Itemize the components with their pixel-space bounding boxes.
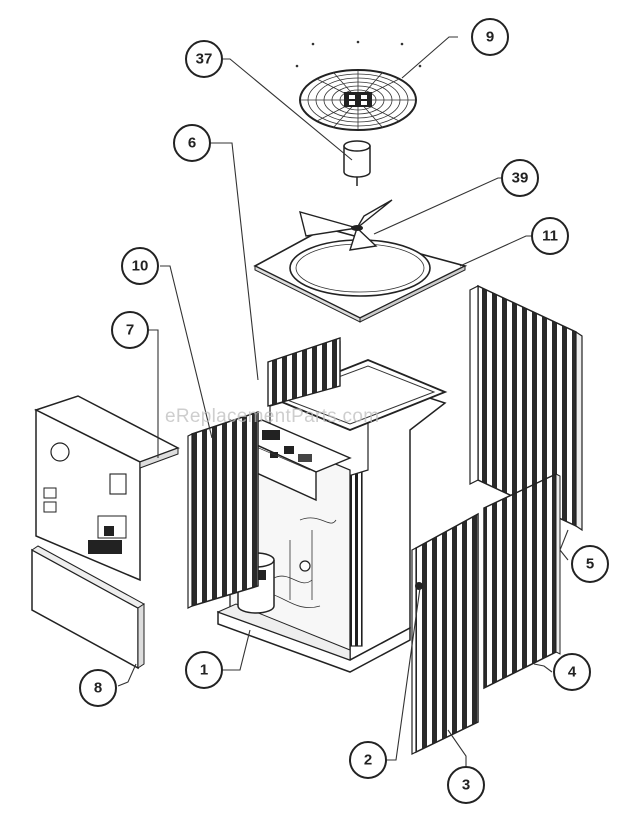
callout-label-6: 6 <box>188 135 196 152</box>
callout-label-4: 4 <box>568 664 577 681</box>
coil-guard-front <box>411 512 479 755</box>
fan-motor <box>343 140 371 186</box>
callout-6: 6 <box>173 124 211 162</box>
lower-access-panel <box>31 545 145 670</box>
callout-9: 9 <box>471 18 509 56</box>
coil-guard-rear <box>267 337 341 407</box>
callout-5: 5 <box>571 545 609 583</box>
callout-8: 8 <box>79 669 117 707</box>
callout-label-7: 7 <box>126 322 134 339</box>
fan-blade <box>299 199 393 251</box>
watermark: eReplacementParts.com <box>165 406 379 427</box>
callout-11: 11 <box>531 217 569 255</box>
coil-guard-right-rear <box>469 284 583 532</box>
callout-39: 39 <box>501 159 539 197</box>
callout-1: 1 <box>185 651 223 689</box>
callout-7: 7 <box>111 311 149 349</box>
callout-label-37: 37 <box>196 51 213 68</box>
callout-label-39: 39 <box>512 170 529 187</box>
coil-guard-right-front <box>483 472 561 690</box>
coil-guard-left <box>187 410 259 609</box>
leader-lines <box>117 36 569 767</box>
guard-screw-marks <box>295 40 422 68</box>
callout-10: 10 <box>121 247 159 285</box>
callout-label-1: 1 <box>200 662 208 679</box>
access-panel <box>34 395 180 582</box>
callout-label-3: 3 <box>462 777 470 794</box>
top-panel <box>253 227 468 323</box>
callout-4: 4 <box>553 653 591 691</box>
callout-label-8: 8 <box>94 680 102 697</box>
callout-label-11: 11 <box>542 228 558 245</box>
callout-label-10: 10 <box>132 258 149 275</box>
callout-label-5: 5 <box>586 556 594 573</box>
callout-label-2: 2 <box>364 752 372 769</box>
fan-guard <box>299 69 417 131</box>
callout-label-9: 9 <box>486 29 494 46</box>
callout-2: 2 <box>349 741 387 779</box>
callout-3: 3 <box>447 766 485 804</box>
callout-37: 37 <box>185 40 223 78</box>
